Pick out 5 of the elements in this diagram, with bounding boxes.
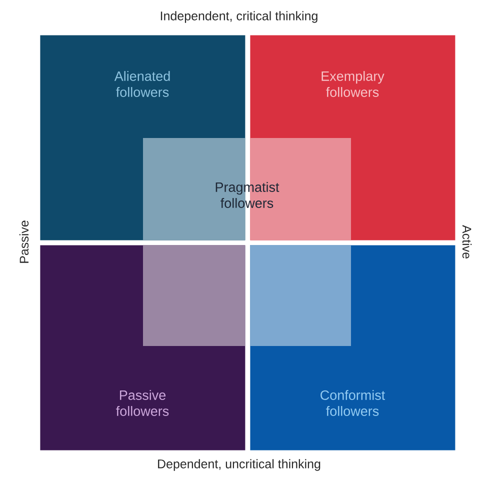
axis-label: Independent, critical thinking xyxy=(160,11,318,23)
axis-label: Passive xyxy=(19,220,29,263)
overlap-square: Pragmatist followers xyxy=(143,138,351,346)
axis-label: Active xyxy=(462,225,472,258)
axis-label: Dependent, uncritical thinking xyxy=(158,459,320,471)
